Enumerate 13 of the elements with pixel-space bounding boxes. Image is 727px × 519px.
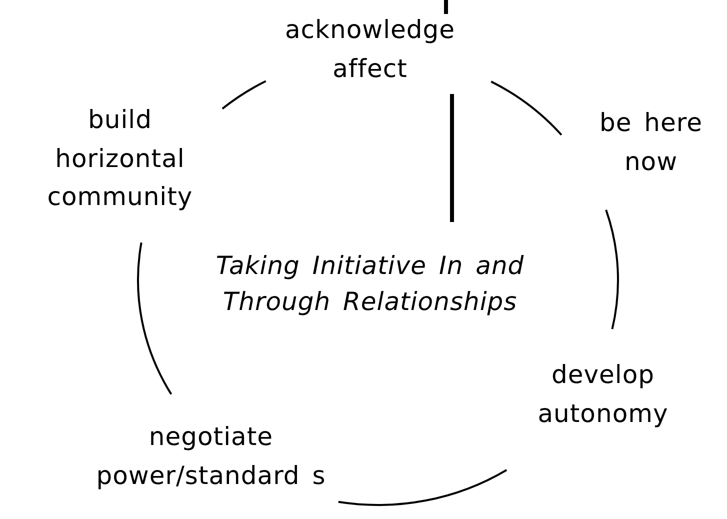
connector-line — [450, 94, 454, 222]
node-label: build horizontal community — [46, 104, 194, 214]
circle-arc — [490, 80, 562, 136]
node-label: develop autonomy — [536, 359, 670, 430]
node-label: negotiate power/standard s — [95, 421, 327, 492]
circle-arc — [222, 80, 266, 110]
circle-arc — [338, 469, 508, 506]
circle-arc — [605, 210, 619, 330]
center-label: Taking Initiative In and Through Relationships — [214, 250, 526, 318]
circle-arc — [137, 242, 172, 395]
connector-line — [444, 0, 448, 14]
node-label: acknowledge affect — [284, 14, 456, 85]
node-label: be here now — [598, 107, 704, 178]
